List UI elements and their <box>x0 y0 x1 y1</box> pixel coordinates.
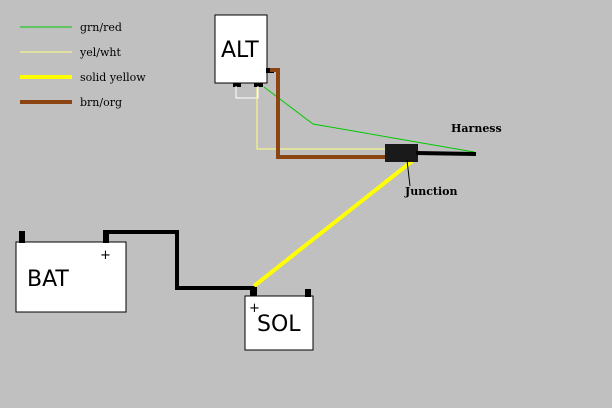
junction-pointer <box>406 159 411 187</box>
alternator: ALT <box>214 14 274 87</box>
harness: Harness <box>385 122 502 162</box>
wire-yel-wht <box>256 87 388 150</box>
legend-label-brn-org: brn/org <box>80 96 122 109</box>
battery-terminal-positive <box>103 231 109 243</box>
alternator-box <box>214 14 268 84</box>
junction: Junction <box>404 159 458 198</box>
alternator-terminal-1 <box>233 83 241 87</box>
alternator-terminal-2 <box>254 83 263 87</box>
solenoid-terminal-2 <box>305 289 311 297</box>
alternator-label: ALT <box>221 38 259 63</box>
solenoid: + SOL <box>244 287 314 351</box>
solenoid-plus-mark: + <box>249 301 260 316</box>
battery-box <box>15 241 127 313</box>
harness-label: Harness <box>451 122 502 135</box>
harness-cable <box>415 151 477 156</box>
wire-battery-to-solenoid <box>103 230 255 295</box>
battery-plus-mark: + <box>100 248 111 263</box>
wire-brn-org <box>270 68 388 159</box>
legend-label-grn-red: grn/red <box>80 21 122 34</box>
wire-grn-red <box>263 86 475 153</box>
wire-solid-yellow <box>252 156 418 288</box>
junction-block <box>385 144 418 162</box>
solenoid-terminal-1 <box>250 287 257 296</box>
battery-terminal-negative <box>19 231 25 243</box>
battery: BAT + <box>15 231 127 313</box>
wire-alt-white-loop <box>235 86 259 99</box>
junction-label: Junction <box>404 185 458 198</box>
legend: grn/red yel/wht solid yellow brn/org <box>20 21 146 109</box>
legend-label-solid-yellow: solid yellow <box>80 71 146 84</box>
battery-label: BAT <box>27 267 69 292</box>
solenoid-label: SOL <box>257 312 301 337</box>
legend-label-yel-wht: yel/wht <box>79 46 121 59</box>
solenoid-box <box>244 295 314 351</box>
